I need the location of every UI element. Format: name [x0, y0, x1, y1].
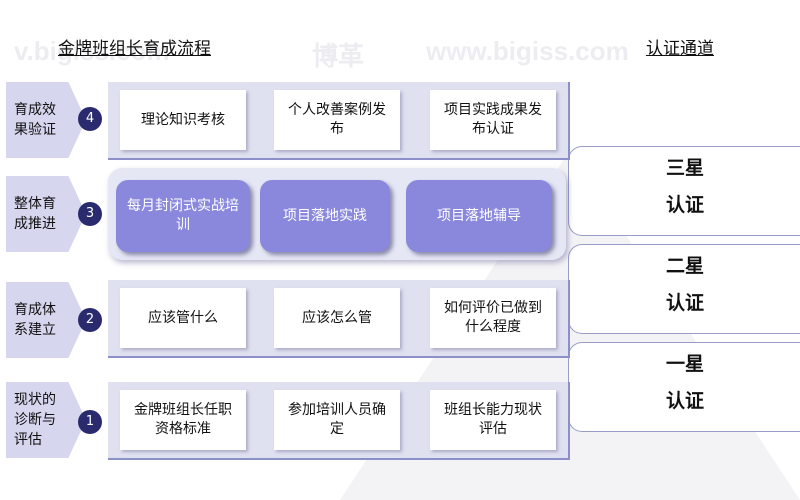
cert-level: 二星 — [665, 255, 704, 277]
stage-row-4: 理论知识考核 个人改善案例发布 项目实践成果发布认证 — [108, 82, 570, 160]
stage-tab-2: 育成体系建立 — [6, 282, 86, 358]
stage-row-3: 每月封闭式实战培训 项目落地实践 项目落地辅导 — [108, 168, 566, 260]
cert-word: 认证 — [665, 390, 704, 412]
diagram-title: 金牌班组长育成流程 — [58, 39, 211, 59]
step-card: 如何评价已做到什么程度 — [430, 288, 556, 348]
step-card: 参加培训人员确定 — [274, 390, 400, 450]
stage-tab-4: 育成效果验证 — [6, 82, 86, 158]
stage-label: 育成体系建立 — [14, 302, 56, 338]
step-card: 个人改善案例发布 — [274, 90, 400, 150]
stage-label: 整体育成推进 — [14, 196, 56, 232]
step-card: 应该怎么管 — [274, 288, 400, 348]
cert-bracket-1star — [568, 342, 800, 432]
step-card: 应该管什么 — [120, 288, 246, 348]
step-card: 项目落地辅导 — [406, 180, 552, 252]
cert-bracket-3star — [568, 146, 800, 236]
cert-level: 三星 — [665, 157, 704, 179]
watermark: www.bigiss.com — [426, 36, 629, 66]
watermark: 博革 — [312, 41, 365, 71]
stage-row-1: 金牌班组长任职资格标准 参加培训人员确定 班组长能力现状评估 — [108, 382, 570, 460]
cert-word: 认证 — [665, 194, 704, 216]
stage-label: 育成效果验证 — [14, 102, 56, 138]
cert-level: 一星 — [665, 353, 704, 375]
step-card: 班组长能力现状评估 — [430, 390, 556, 450]
step-card: 金牌班组长任职资格标准 — [120, 390, 246, 450]
stage-number-badge: 1 — [78, 410, 102, 434]
step-card: 项目落地实践 — [260, 180, 390, 252]
stage-number-badge: 2 — [78, 308, 102, 332]
step-card: 理论知识考核 — [120, 90, 246, 150]
stage-label: 现状的诊断与评估 — [14, 392, 56, 448]
stage-number-badge: 4 — [78, 107, 102, 131]
stage-row-2: 应该管什么 应该怎么管 如何评价已做到什么程度 — [108, 280, 570, 358]
cert-3star: 三星 认证 — [660, 150, 710, 224]
stage-tab-3: 整体育成推进 — [6, 176, 86, 252]
cert-channel-title: 认证通道 — [646, 39, 714, 59]
step-card: 每月封闭式实战培训 — [116, 180, 250, 252]
stage-number-badge: 3 — [78, 202, 102, 226]
cert-word: 认证 — [665, 292, 704, 314]
cert-1star: 一星 认证 — [660, 346, 710, 420]
step-card: 项目实践成果发布认证 — [430, 90, 556, 150]
stage-tab-1: 现状的诊断与评估 — [6, 382, 86, 458]
cert-2star: 二星 认证 — [660, 248, 710, 322]
